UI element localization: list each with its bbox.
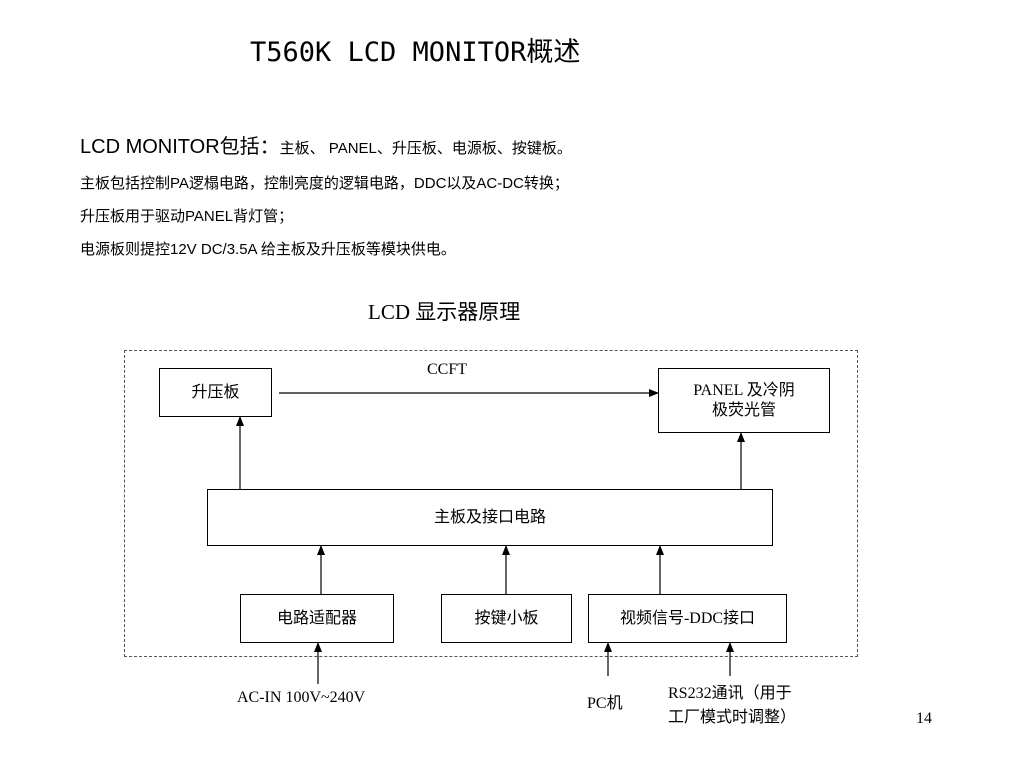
keypad-box: 按键小板 xyxy=(441,594,572,643)
keypad-label: 按键小板 xyxy=(474,609,539,627)
adapter-box: 电路适配器 xyxy=(240,594,394,643)
intro-line-boost: 升压板用于驱动PANEL背灯管； xyxy=(80,208,294,225)
panel-box: PANEL 及冷阴 极荧光管 xyxy=(658,368,830,433)
mainboard-label: 主板及接口电路 xyxy=(433,508,546,526)
mainboard-box: 主板及接口电路 xyxy=(207,489,773,546)
intro-line-components-list: 主板、 PANEL、升压板、电源板、按键板。 xyxy=(279,140,572,157)
intro-line-power: 电源板则提控12V DC/3.5A 给主板及升压板等模块供电。 xyxy=(80,241,456,258)
intro-line-components: LCD MONITOR包括：主板、 PANEL、升压板、电源板、按键板。 xyxy=(80,130,572,159)
intro-line-components-prefix: LCD MONITOR包括： xyxy=(80,136,280,158)
rs232-label-line1: RS232通讯（用于 xyxy=(668,685,792,702)
intro-line-mainboard: 主板包括控制PA逻榻电路，控制亮度的逻辑电路，DDC以及AC-DC转换； xyxy=(80,175,569,192)
ccft-label: CCFT xyxy=(427,361,468,378)
video-ddc-box: 视频信号-DDC接口 xyxy=(588,594,787,643)
page-number: 14 xyxy=(916,710,932,727)
rs232-label-line2: 工厂模式时调整） xyxy=(668,709,797,726)
diagram-title: LCD 显示器原理 xyxy=(368,300,521,324)
boost-board-box: 升压板 xyxy=(159,368,272,417)
pc-label: PC机 xyxy=(587,695,623,712)
panel-label-line2: 极荧光管 xyxy=(711,401,776,419)
video-ddc-label: 视频信号-DDC接口 xyxy=(619,609,756,627)
adapter-label: 电路适配器 xyxy=(276,609,357,627)
acin-label: AC-IN 100V~240V xyxy=(237,689,366,706)
panel-label-line1: PANEL 及冷阴 xyxy=(693,381,795,399)
page-title: T560K LCD MONITOR概述 xyxy=(250,37,581,68)
diagram-frame xyxy=(124,350,858,657)
boost-board-label: 升压板 xyxy=(191,383,240,401)
rs232-label: RS232通讯（用于 工厂模式时调整） xyxy=(668,682,796,730)
